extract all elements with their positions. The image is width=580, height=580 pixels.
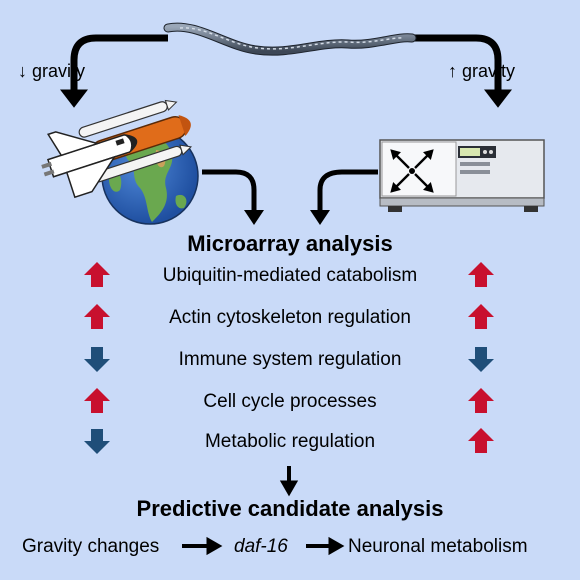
right-up-arrow-icon-row-1 — [468, 262, 494, 287]
left-down-arrow-icon-row-5 — [84, 429, 110, 454]
chain-item-gravity-changes: Gravity changes — [22, 536, 160, 557]
right-up-arrow-icon-row-4 — [468, 388, 494, 413]
c-elegans-worm-icon — [163, 22, 417, 56]
left-down-arrow-icon-row-3 — [84, 347, 110, 372]
connector-arrow-left — [60, 34, 168, 108]
high-gravity-label: ↑ gravity — [448, 61, 516, 81]
centrifuge-icon — [379, 139, 545, 212]
right-down-arrow-icon-row-3 — [468, 347, 494, 372]
chain-item-neuronal-metabolism: Neuronal metabolism — [348, 536, 528, 557]
left-up-arrow-icon-row-1 — [84, 262, 110, 287]
row-label-2: Actin cytoskeleton regulation — [169, 307, 411, 328]
connector-arrow-right — [414, 34, 512, 108]
row-label-4: Cell cycle processes — [203, 391, 377, 412]
left-up-arrow-icon-row-4 — [84, 388, 110, 413]
predictive-title: Predictive candidate analysis — [136, 496, 444, 521]
row-label-5: Metabolic regulation — [204, 431, 376, 452]
connector-arrow-from-shuttle — [202, 169, 264, 226]
right-up-arrow-icon-row-2 — [468, 304, 494, 329]
row-label-1: Ubiquitin-mediated catabolism — [162, 265, 418, 286]
right-up-arrow-icon-row-5 — [468, 428, 494, 453]
trend-arrows — [84, 262, 494, 454]
chain-item-daf-16: daf-16 — [234, 536, 288, 557]
connector-arrow-from-centrifuge — [310, 169, 378, 226]
low-gravity-label: ↓ gravity — [18, 61, 86, 81]
space-shuttle-icon — [41, 99, 193, 199]
microarray-title: Microarray analysis — [187, 231, 393, 256]
row-label-3: Immune system regulation — [178, 349, 402, 370]
left-up-arrow-icon-row-2 — [84, 304, 110, 329]
